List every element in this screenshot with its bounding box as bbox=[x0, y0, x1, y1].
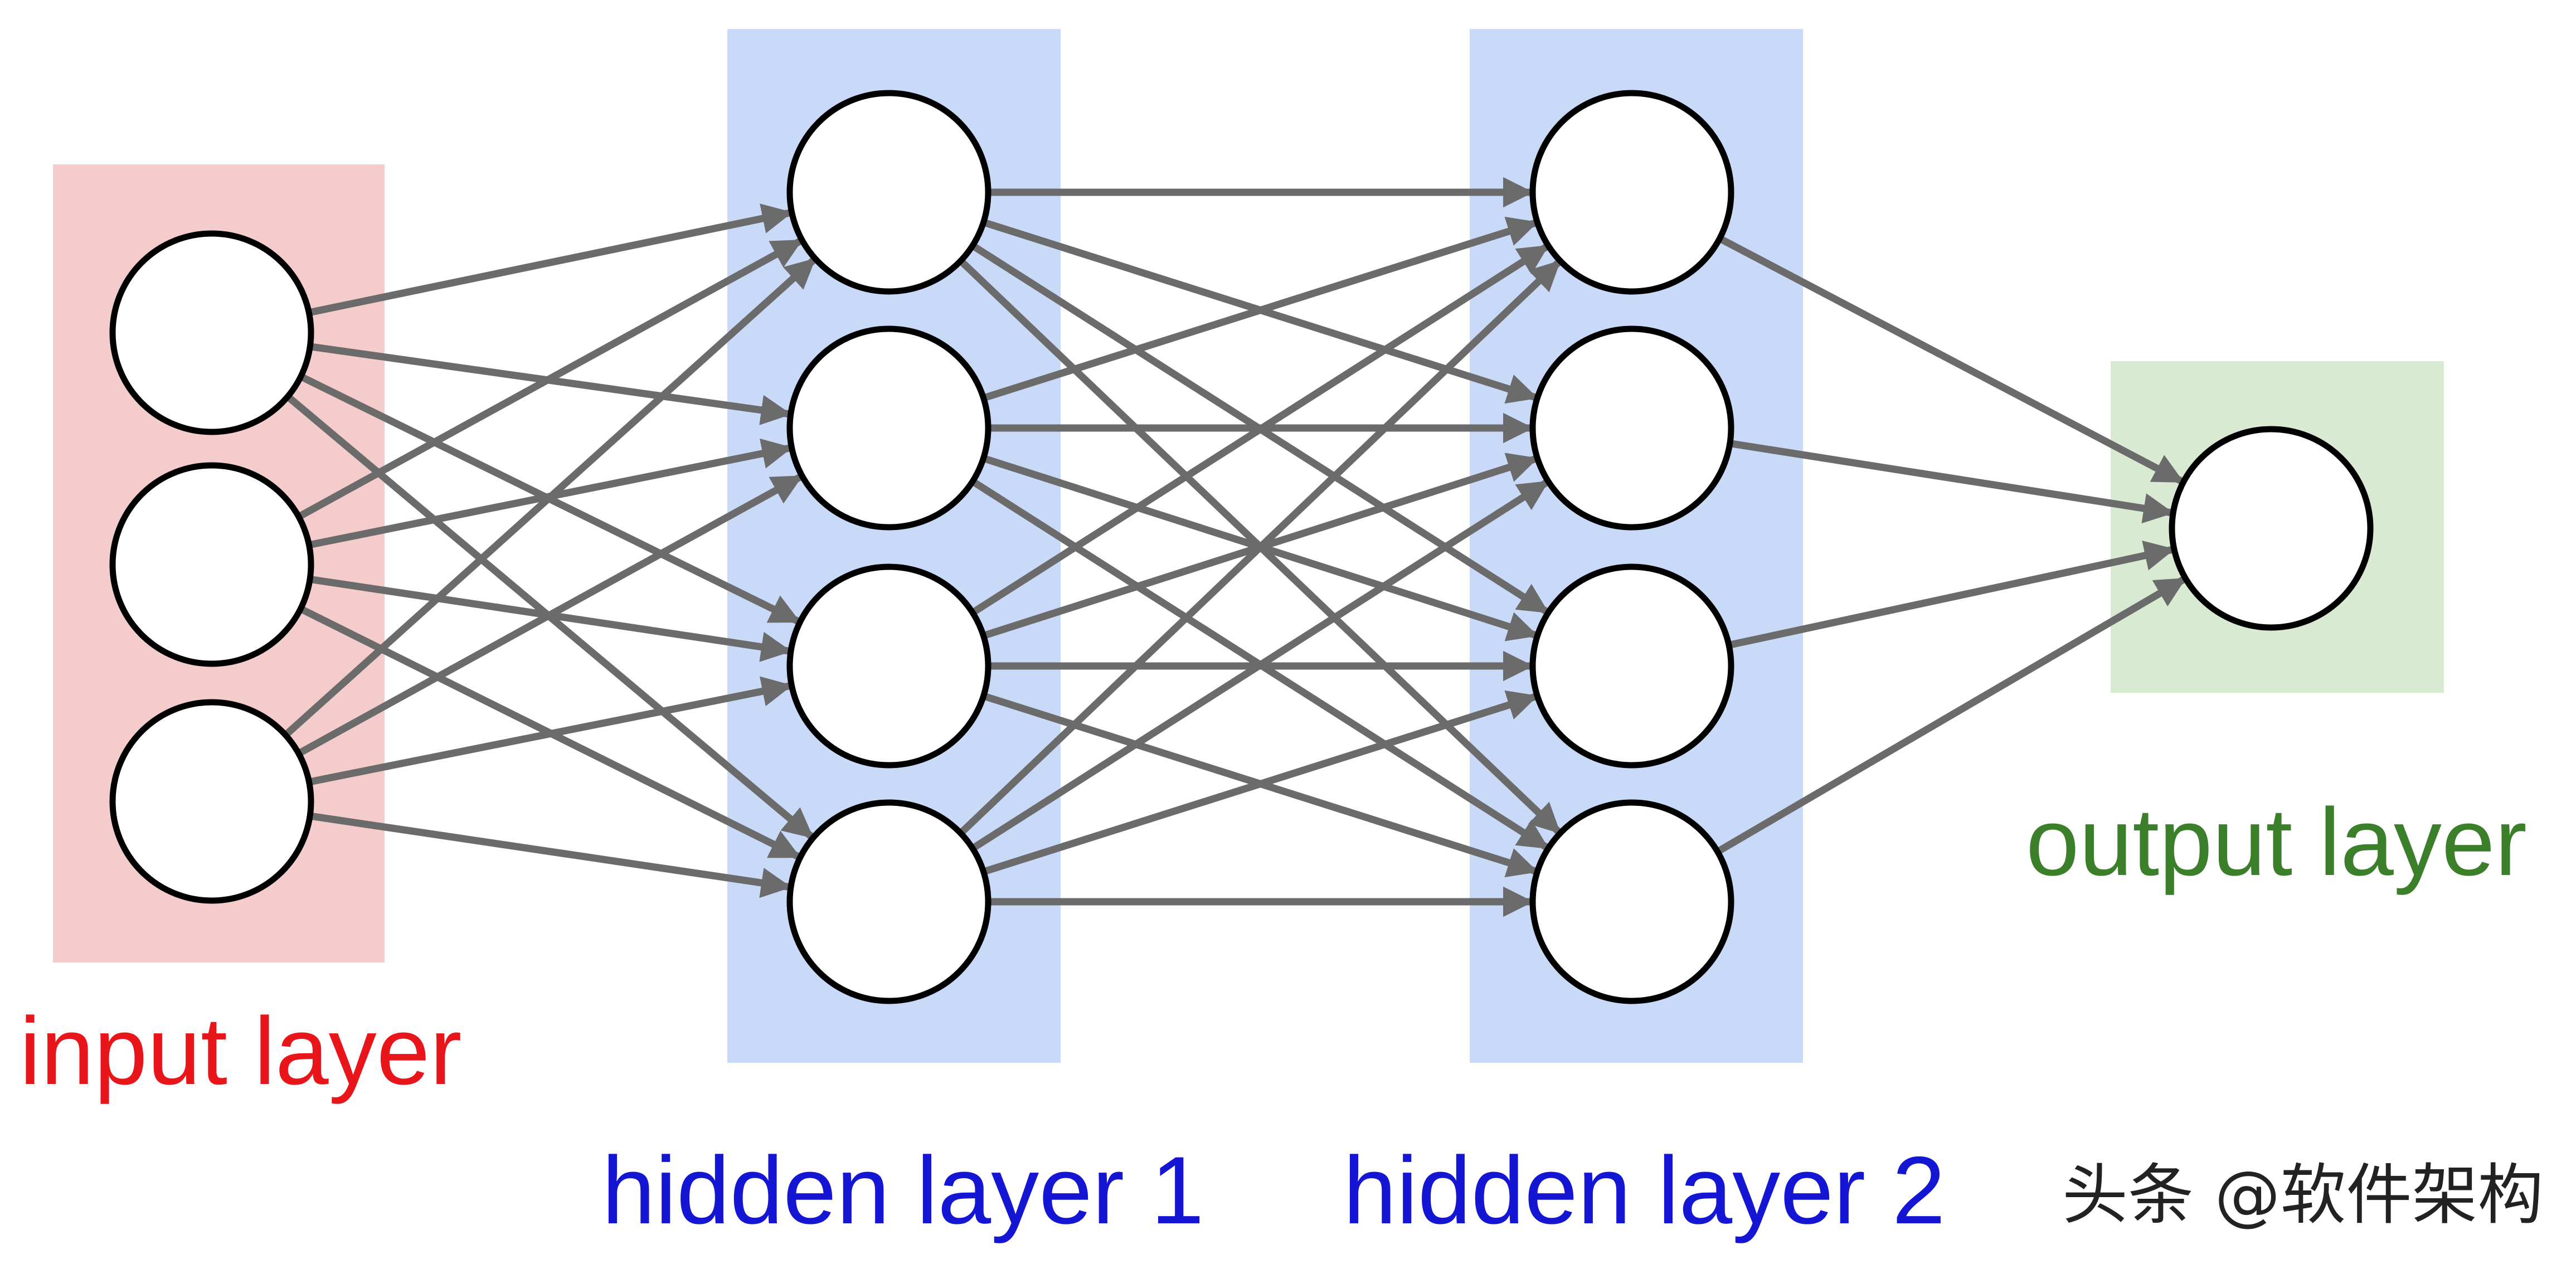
edge-hidden1-2-to-hidden2-0 bbox=[970, 244, 1549, 616]
input-layer-label: input layer bbox=[20, 998, 462, 1105]
neuron-hidden1-3 bbox=[786, 563, 991, 769]
edge-input-1-to-hidden1-0 bbox=[297, 237, 803, 520]
edge-hidden2-1-to-output-0 bbox=[1729, 440, 2174, 524]
neuron-hidden2-3 bbox=[1529, 563, 1734, 769]
neuron-hidden1-1 bbox=[786, 90, 991, 295]
neuron-output-1 bbox=[2169, 426, 2374, 631]
hidden-layer-2-label: hidden layer 2 bbox=[1343, 1137, 1946, 1244]
edge-input-2-to-hidden1-0 bbox=[283, 257, 816, 738]
neurons bbox=[109, 90, 2374, 1004]
edge-hidden1-1-to-hidden2-0 bbox=[982, 216, 1538, 402]
edge-hidden2-0-to-output-0 bbox=[1718, 235, 2184, 485]
edge-input-0-to-hidden1-0 bbox=[308, 203, 793, 317]
neuron-hidden2-4 bbox=[1529, 799, 1734, 1004]
neuron-hidden2-1 bbox=[1529, 90, 1734, 295]
output-layer-label: output layer bbox=[2026, 789, 2527, 896]
neuron-input-1 bbox=[109, 230, 314, 435]
edge-hidden2-3-to-output-0 bbox=[1715, 576, 2186, 855]
edge-input-2-to-hidden1-2 bbox=[308, 676, 793, 786]
edge-input-2-to-hidden1-3 bbox=[309, 812, 792, 898]
neuron-hidden1-4 bbox=[786, 799, 991, 1004]
edge-hidden2-2-to-output-0 bbox=[1728, 540, 2175, 649]
connection-edges bbox=[283, 177, 2186, 917]
edge-hidden1-3-to-hidden2-1 bbox=[970, 479, 1549, 852]
watermark-text: 头条 @软件架构 bbox=[2062, 1156, 2544, 1233]
neuron-input-3 bbox=[109, 699, 314, 904]
neuron-hidden1-2 bbox=[786, 325, 991, 531]
hidden-layer-1-label: hidden layer 1 bbox=[602, 1137, 1204, 1244]
neuron-input-2 bbox=[109, 462, 314, 667]
neuron-hidden2-2 bbox=[1529, 325, 1734, 531]
edge-input-2-to-hidden1-1 bbox=[297, 474, 803, 757]
edge-hidden1-3-to-hidden2-0 bbox=[958, 259, 1561, 836]
edge-hidden1-3-to-hidden2-2 bbox=[982, 690, 1538, 876]
